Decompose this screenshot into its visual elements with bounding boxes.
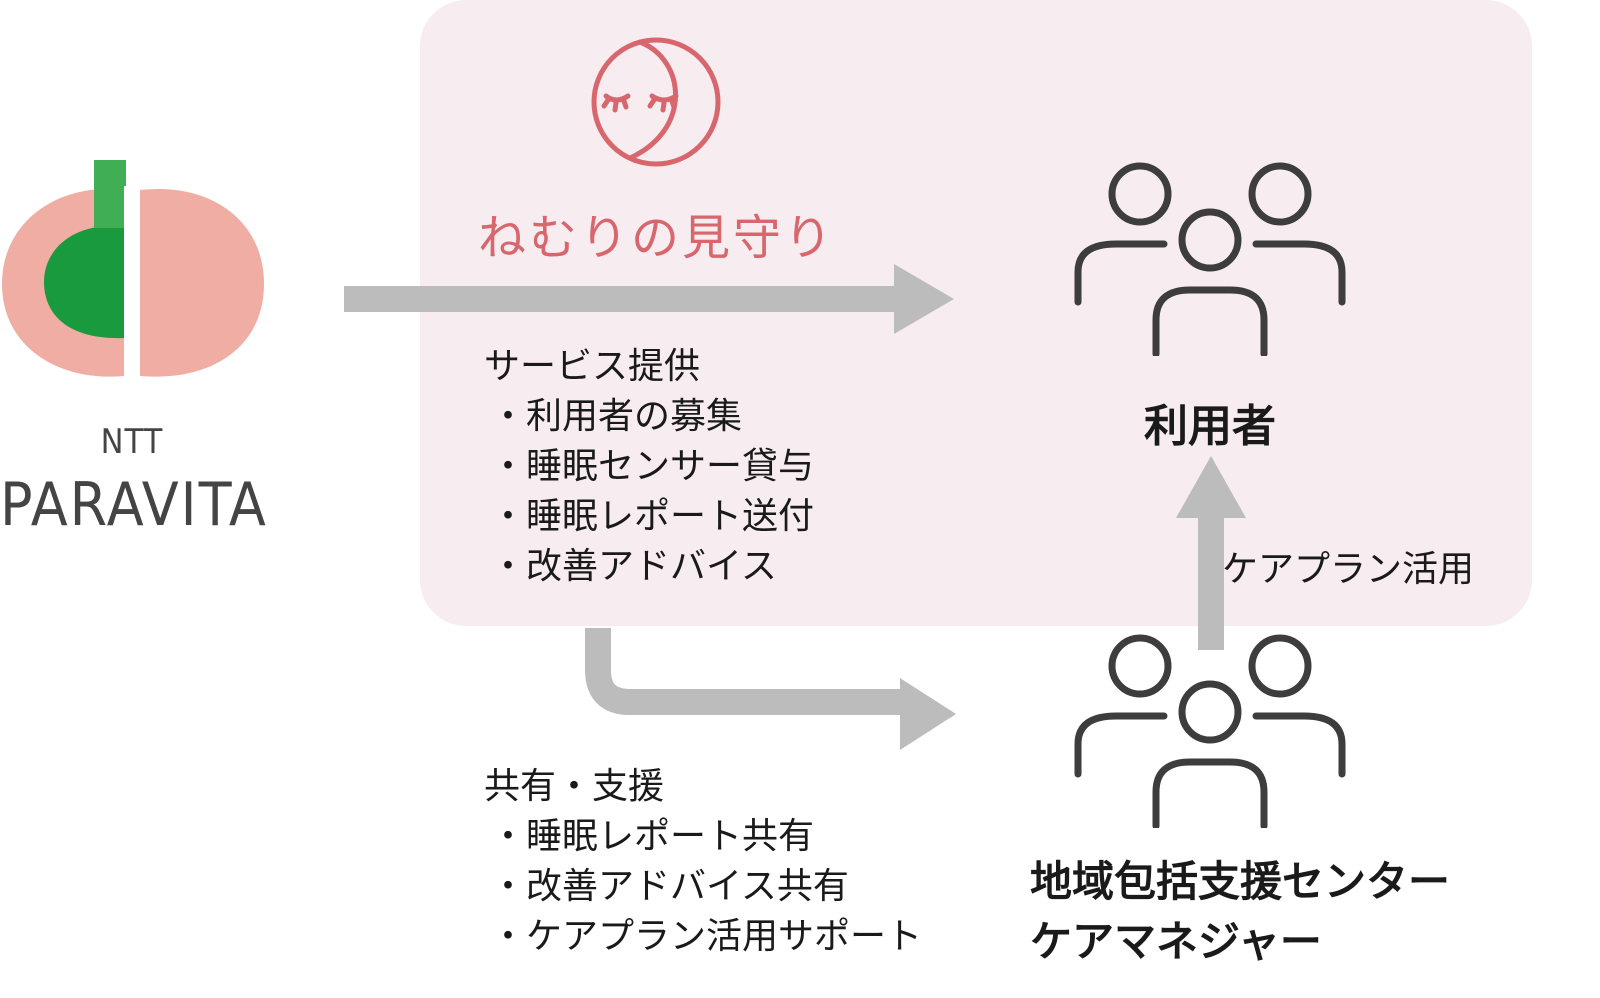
sleep-face-icon <box>591 37 721 167</box>
support-center-label: 地域包括支援センター <box>1030 857 1451 906</box>
provide-item: ・睡眠センサー貸与 <box>490 446 815 487</box>
care-plan-label: ケアプラン活用 <box>1222 549 1475 590</box>
brand-name-top: NTT <box>100 422 164 462</box>
people-group-icon <box>1074 162 1346 356</box>
people-group-icon <box>1074 634 1346 828</box>
share-item: ・改善アドバイス共有 <box>490 866 849 907</box>
share-item: ・睡眠レポート共有 <box>490 816 815 857</box>
share-title: 共有・支援 <box>484 766 665 807</box>
arrow-center-to-users <box>1176 456 1246 650</box>
share-item: ・ケアプラン活用サポート <box>490 916 923 957</box>
share-support-block: 共有・支援 ・睡眠レポート共有 ・改善アドバイス共有 ・ケアプラン活用サポート <box>484 762 922 962</box>
provide-title: サービス提供 <box>484 346 701 387</box>
service-provision-block: サービス提供 ・利用者の募集 ・睡眠センサー貸与 ・睡眠レポート送付 ・改善アド… <box>484 342 814 592</box>
provide-item: ・睡眠レポート送付 <box>490 496 815 537</box>
brand-name-bottom: PARAVITA <box>0 470 268 540</box>
provide-item: ・利用者の募集 <box>490 396 743 437</box>
care-manager-label: ケアマネジャー <box>1030 917 1322 966</box>
users-label: 利用者 <box>1144 401 1276 452</box>
provide-item: ・改善アドバイス <box>490 546 777 587</box>
service-name: ねむりの見守り <box>478 210 836 266</box>
arrow-to-center <box>585 628 956 750</box>
paravita-logo-icon <box>2 160 264 380</box>
arrow-to-users <box>344 264 954 334</box>
